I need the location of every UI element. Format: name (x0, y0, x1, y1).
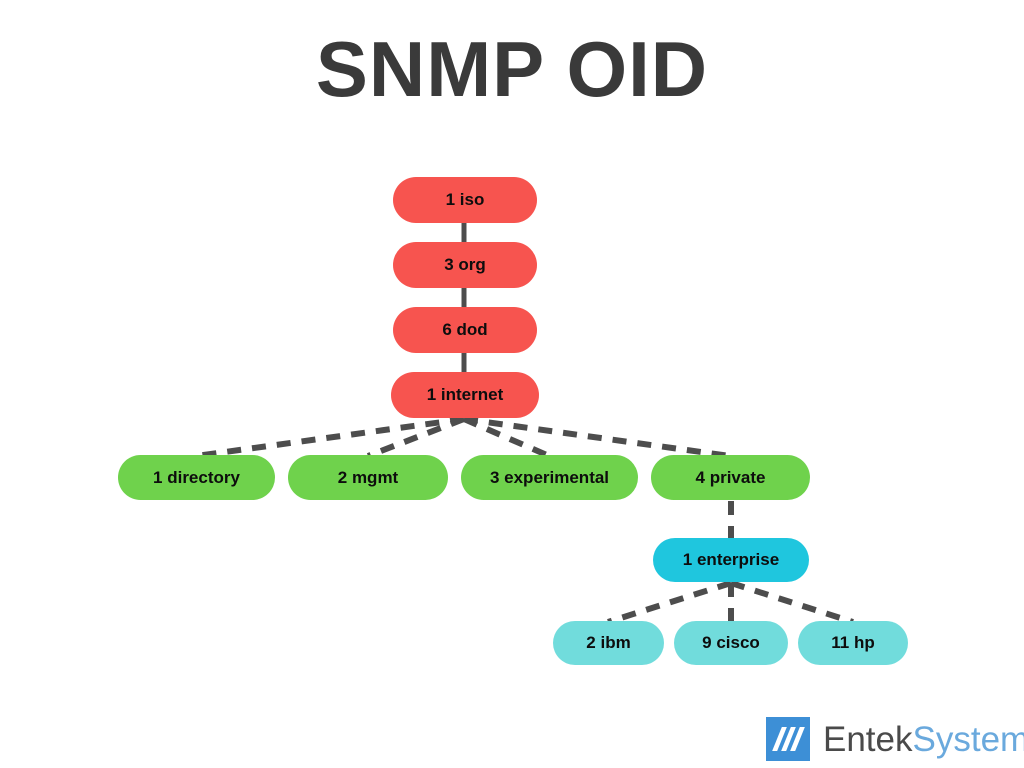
oid-node-label: 6 dod (442, 320, 488, 339)
oid-node-label: 3 org (444, 255, 486, 274)
oid-node-dod[interactable]: 6 dod (393, 307, 537, 353)
oid-node-label: 9 cisco (702, 633, 760, 652)
edge-internet-to-mgmt (366, 416, 466, 459)
edge-internet-to-private (463, 416, 731, 459)
logo-name-primary: Entek (823, 719, 913, 759)
oid-node-label: 1 internet (426, 385, 504, 404)
edge-enterprise-to-ibm (607, 580, 732, 625)
oid-node-mgmt[interactable]: 2 mgmt (288, 455, 448, 500)
oid-node-internet[interactable]: 1 internet (391, 372, 539, 418)
entek-systems-logo: EntekSystems (766, 717, 1024, 761)
edge-internet-to-directory (195, 416, 465, 459)
oid-node-label: 1 iso (445, 190, 485, 209)
oid-node-enterprise[interactable]: 1 enterprise (653, 538, 809, 582)
oid-node-cisco[interactable]: 9 cisco (674, 621, 788, 665)
oid-node-label: 11 hp (831, 633, 875, 652)
logo-name-secondary: Systems (912, 719, 1024, 759)
oid-node-label: 2 mgmt (337, 467, 399, 487)
oid-node-private[interactable]: 4 private (651, 455, 810, 500)
oid-node-label: 1 enterprise (682, 550, 780, 569)
oid-node-ibm[interactable]: 2 ibm (553, 621, 664, 665)
edge-enterprise-to-hp (730, 580, 854, 625)
oid-node-label: 4 private (695, 467, 766, 487)
logo-slashes-icon (766, 717, 810, 761)
oid-node-label: 1 directory (153, 467, 240, 487)
oid-node-hp[interactable]: 11 hp (798, 621, 908, 665)
logo-wordmark: EntekSystems (823, 722, 1024, 757)
page-title: SNMP OID (315, 25, 709, 113)
oid-node-org[interactable]: 3 org (393, 242, 537, 288)
edge-internet-to-experimental (462, 416, 551, 459)
oid-node-label: 2 ibm (586, 633, 631, 652)
oid-node-experimental[interactable]: 3 experimental (461, 455, 638, 500)
oid-node-iso[interactable]: 1 iso (393, 177, 537, 223)
oid-node-label: 3 experimental (489, 467, 610, 487)
oid-node-directory[interactable]: 1 directory (118, 455, 275, 500)
